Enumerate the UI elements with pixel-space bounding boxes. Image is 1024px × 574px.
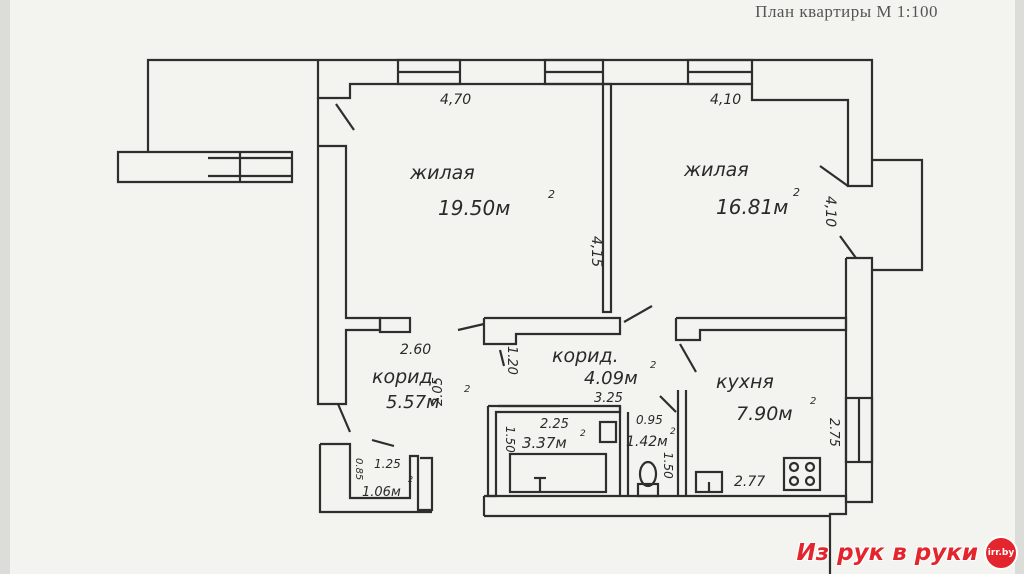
- wc-sup: 2: [670, 427, 676, 437]
- balcony-right-outline: [872, 158, 924, 272]
- toilet: [638, 460, 658, 488]
- dim-wc-d1: 0.95: [636, 413, 663, 427]
- paper-sheet: [10, 0, 1015, 574]
- storage-walls: [320, 442, 434, 512]
- storage-sup: 2: [408, 475, 413, 484]
- exterior-top-wall: [316, 58, 874, 188]
- living1-area: 19.50м: [438, 196, 510, 220]
- watermark-logo: irr.by: [984, 536, 1018, 570]
- storage-outer: [318, 444, 432, 514]
- corridor2-sup: 2: [650, 360, 656, 371]
- dim-bath-d2: 1.50: [503, 426, 517, 453]
- dim-corridor2-d2: 3.25: [594, 391, 623, 406]
- toilet-tank: [636, 482, 660, 498]
- storage-area: 1.06м: [362, 485, 401, 500]
- dim-kitchen-d2: 2.75: [826, 418, 841, 447]
- dim-corridor1-d1: 2.60: [400, 342, 431, 358]
- corridor2-area: 4.09м: [584, 368, 638, 389]
- stove: [782, 456, 822, 492]
- bath-area: 3.37м: [522, 434, 567, 452]
- dim-corridor2-d1: 1.20: [504, 346, 519, 375]
- middle-partition: [482, 316, 622, 346]
- watermark: Из рук в руки irr.by: [797, 536, 1018, 570]
- corridor2-name: корид.: [552, 345, 619, 367]
- dim-living2-depth: 4,10: [822, 196, 838, 227]
- dim-living1-depth: 4,15: [588, 236, 604, 267]
- dim-corridor1-d2: 2.05: [431, 377, 446, 406]
- dim-living1-width: 4,70: [440, 92, 471, 108]
- dim-storage-d1: 1.25: [374, 457, 401, 471]
- door-swing-9: [498, 349, 506, 367]
- exterior-left-wall: [316, 144, 382, 406]
- dim-storage-d2: 0.85: [353, 458, 364, 480]
- burner-2: [804, 461, 816, 473]
- sink: [598, 420, 618, 444]
- wc-area: 1.42м: [626, 434, 668, 450]
- corridor1-sup: 2: [464, 384, 470, 395]
- bathtub: [508, 452, 608, 494]
- corridor-wall-stub: [378, 316, 412, 334]
- kitchen-area: 7.90м: [736, 403, 793, 425]
- exterior-right-wall: [844, 256, 874, 504]
- corridor1-area: 5.57м: [386, 392, 440, 413]
- living2-area: 16.81м: [716, 195, 788, 219]
- burner-1: [788, 461, 800, 473]
- watermark-text: Из рук в руки: [796, 540, 978, 566]
- plan-title: План квартиры М 1:100: [755, 2, 938, 21]
- dim-wc-d2: 1.50: [661, 452, 675, 479]
- door-swing-2: [819, 165, 849, 187]
- door-swing-6: [679, 343, 697, 373]
- living2-sup: 2: [793, 186, 800, 199]
- kitchen-top-partition: [674, 316, 848, 342]
- burner-4: [804, 475, 816, 487]
- corridor1-name: корид.: [372, 366, 439, 388]
- door-swing-8: [371, 438, 395, 448]
- door-swing-4: [457, 322, 485, 332]
- door-swing-3: [839, 235, 857, 259]
- balcony-outline: [116, 58, 318, 184]
- burner-3: [788, 475, 800, 487]
- living1-sup: 2: [548, 188, 555, 201]
- door-swing-1: [335, 103, 355, 131]
- dim-bath-d1: 2.25: [540, 417, 569, 432]
- partition-living: [601, 82, 613, 314]
- door-swing-5: [623, 305, 653, 323]
- dim-kitchen-d1: 2.77: [734, 474, 765, 490]
- living2-name: жилая: [683, 159, 749, 181]
- door-swing-10: [659, 395, 677, 413]
- living1-name: жилая: [409, 162, 475, 184]
- kitchen-name: кухня: [716, 371, 774, 393]
- exterior-bottom-wall: [484, 494, 848, 574]
- dim-living2-width: 4,10: [710, 92, 741, 108]
- kitchen-sup: 2: [810, 396, 816, 407]
- door-swing-7: [336, 403, 352, 433]
- bath-sup: 2: [580, 429, 586, 439]
